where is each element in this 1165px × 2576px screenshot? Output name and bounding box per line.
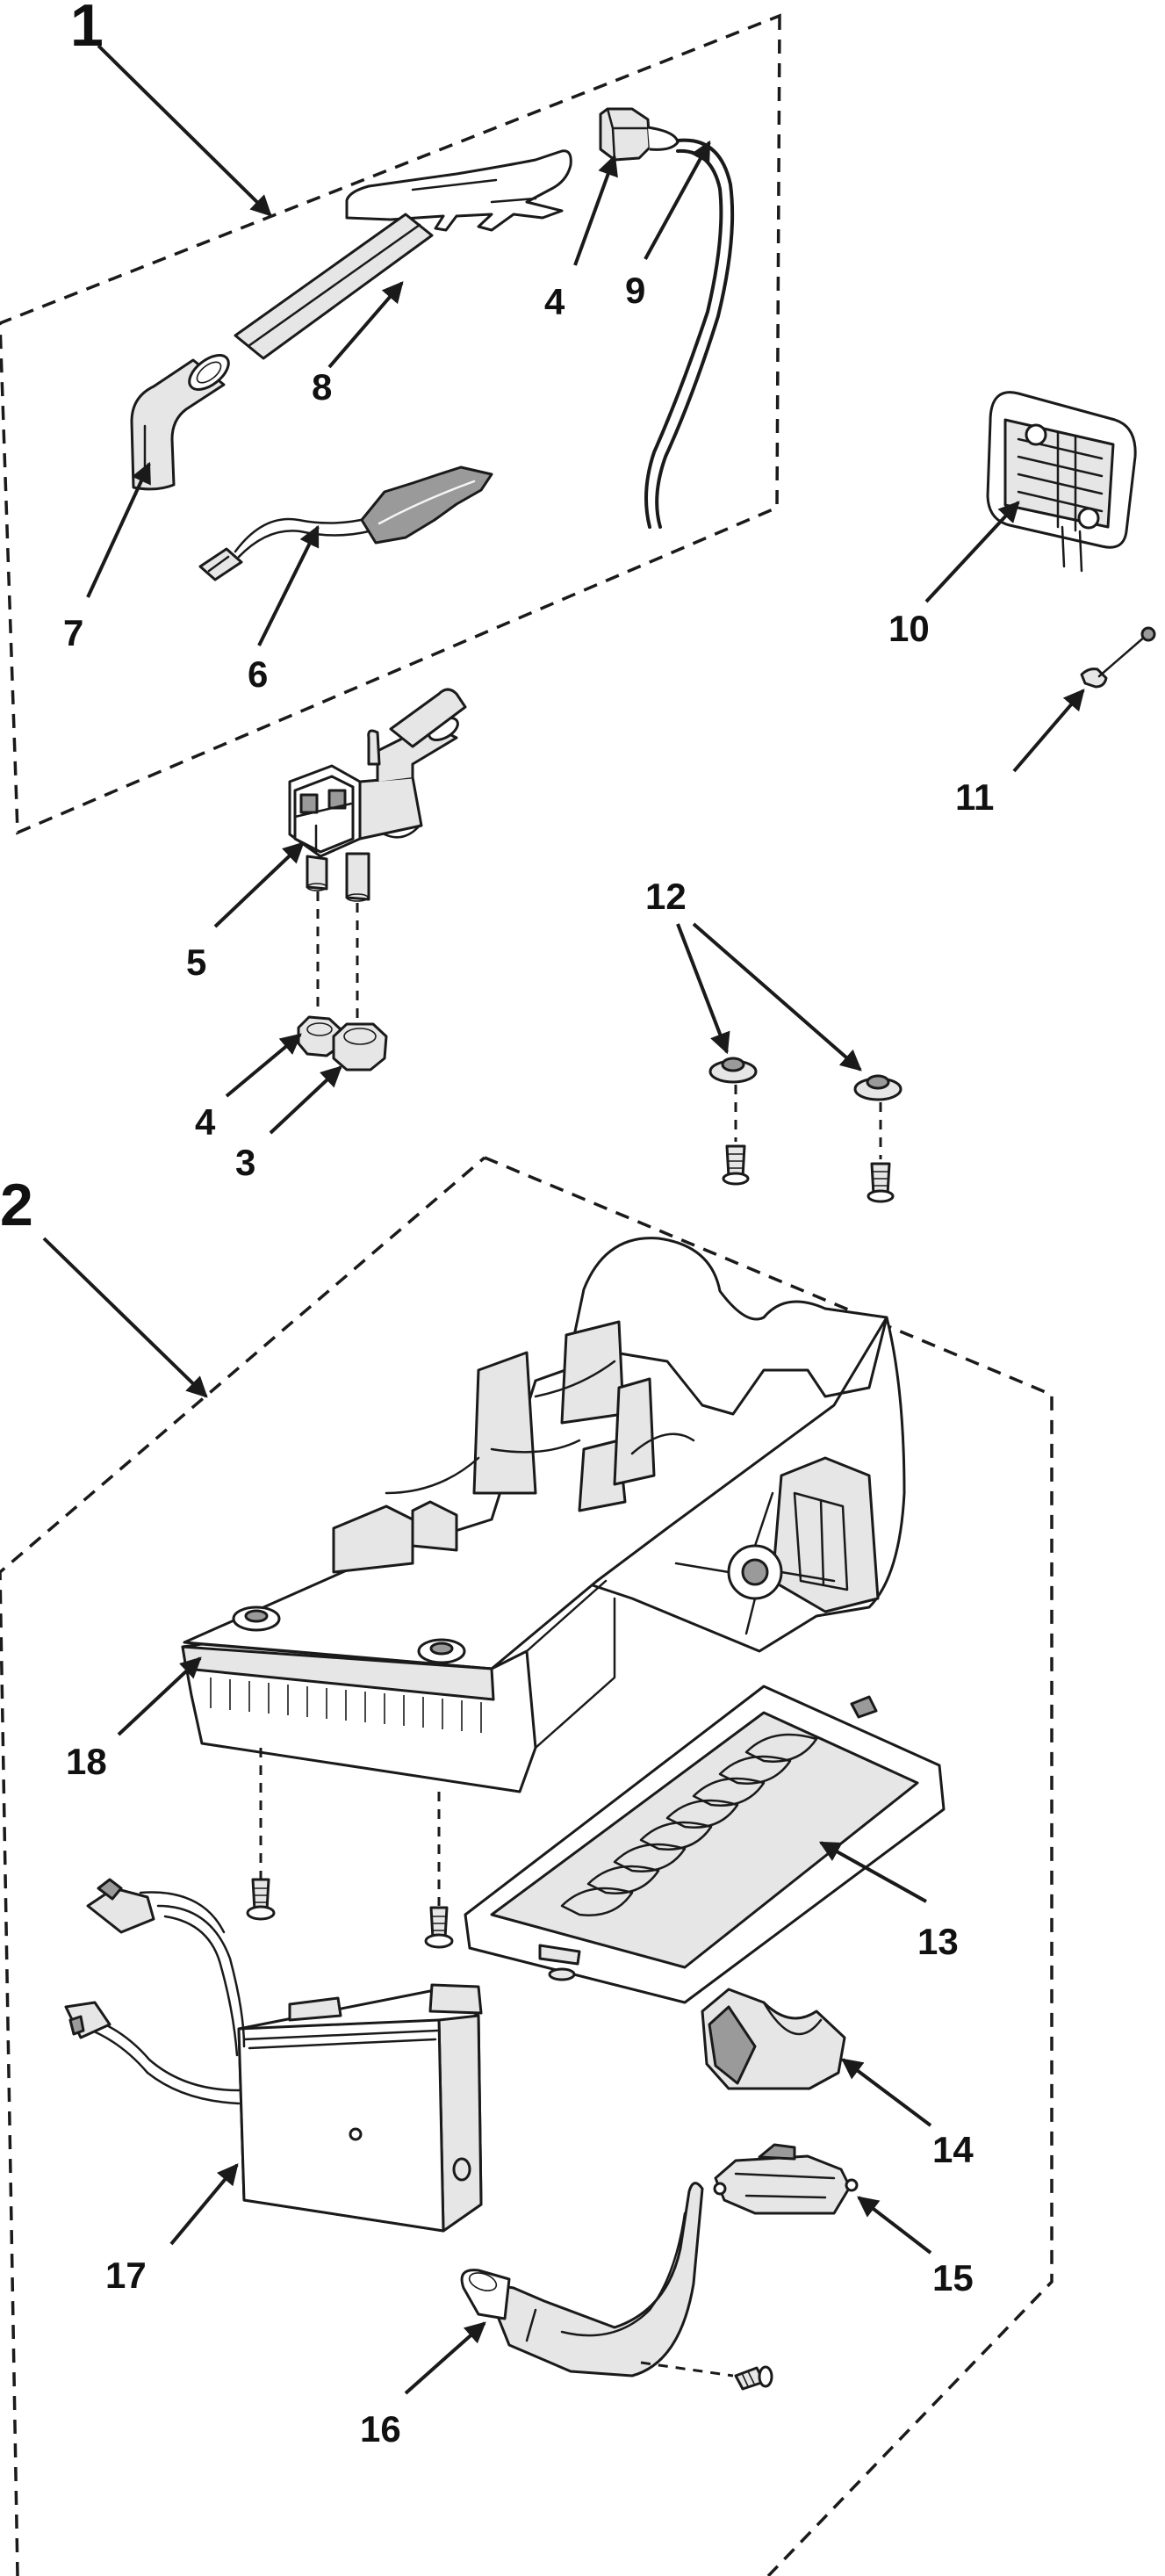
fill-cup-part [234,149,572,360]
fill-cup-screw [734,2365,773,2391]
label-part-7: 7 [63,612,83,653]
leader-11 [1012,689,1085,773]
leader-12-right [692,922,862,1072]
label-part-16: 16 [360,2408,401,2450]
leader-15 [857,2196,932,2255]
leader-8 [327,281,404,369]
label-part-4-upper: 4 [544,281,565,322]
label-group-1: 1 [70,0,104,59]
label-part-4-lower: 4 [195,1101,216,1143]
bearing-part [701,1988,846,2090]
leader-3 [269,1065,342,1135]
water-valve-part [288,688,467,902]
label-part-12: 12 [645,876,687,917]
water-tube-part [644,138,735,529]
label-part-18: 18 [66,1741,107,1782]
leader-5 [213,841,305,928]
clip-part [713,2143,859,2215]
wire-harness-part [198,465,493,581]
leader-16 [404,2321,486,2395]
leader-14 [841,2058,932,2127]
fill-cup-screw-guide [640,2361,734,2378]
label-part-10: 10 [888,608,930,649]
grommet-screw-right [853,1074,903,1203]
lower-large-nut-part [332,1022,388,1072]
leader-group-2 [42,1237,208,1398]
label-part-8: 8 [312,366,332,408]
leader-18 [117,1656,202,1736]
housing-screw-left [246,1878,276,1921]
label-part-13: 13 [917,1921,959,1962]
label-part-17: 17 [105,2255,147,2296]
housing-screw-right [424,1906,454,1949]
elbow-tube-part [130,354,230,491]
leader-12-left [676,923,730,1055]
group-1-outline [0,13,781,835]
label-part-9: 9 [625,270,645,311]
label-part-11: 11 [955,776,994,818]
leader-9 [644,140,711,260]
group-2-outline [0,1156,1054,2576]
leader-17 [169,2163,239,2246]
upper-nut-part [599,107,680,162]
label-group-2: 2 [0,1172,33,1238]
control-box-part [64,1878,483,2233]
ice-maker-housing-part [181,1237,906,1793]
label-part-6: 6 [248,653,268,695]
leader-13 [818,1841,927,1903]
leader-7 [86,461,151,598]
fill-cup-lower-part [460,2182,704,2378]
label-part-14: 14 [932,2129,974,2170]
clip-screw-part [1080,626,1156,689]
grommet-screw-left [708,1057,758,1186]
label-part-5: 5 [186,942,206,983]
label-part-3: 3 [235,1142,255,1183]
leader-6 [257,524,320,646]
bracket-part [986,391,1137,573]
leader-4-upper [573,154,618,266]
leader-10 [924,501,1020,603]
label-part-15: 15 [932,2257,974,2298]
leader-4-lower [225,1033,302,1098]
leader-group-1 [97,44,272,217]
ice-mold-tray-part [464,1685,946,2004]
